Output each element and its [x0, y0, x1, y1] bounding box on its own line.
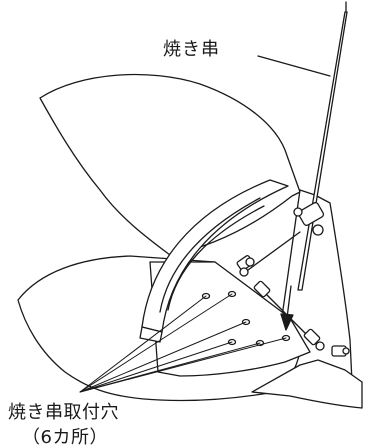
rod-assembly-lower	[253, 280, 325, 351]
upper-wing	[39, 73, 301, 256]
rod-assembly-upper	[236, 231, 301, 277]
bracket-slot-2	[167, 205, 265, 311]
tray	[149, 261, 311, 377]
insert-arrow-head	[280, 313, 294, 331]
bracket-slot	[159, 197, 261, 313]
curved-bracket	[141, 179, 289, 333]
mount-holes-count: （6カ所）	[22, 427, 108, 448]
skewer-label: 焼き串	[163, 39, 220, 60]
top-clamp	[297, 202, 325, 226]
mount-holes-label: 焼き串取付穴	[8, 402, 119, 423]
bottom-fin	[251, 359, 363, 409]
hole-leaders	[79, 293, 287, 393]
skewer-leader	[257, 55, 331, 77]
bracket-foot	[139, 326, 163, 343]
insert-arrow-shaft	[286, 285, 292, 319]
bottom-bolt	[331, 345, 350, 357]
